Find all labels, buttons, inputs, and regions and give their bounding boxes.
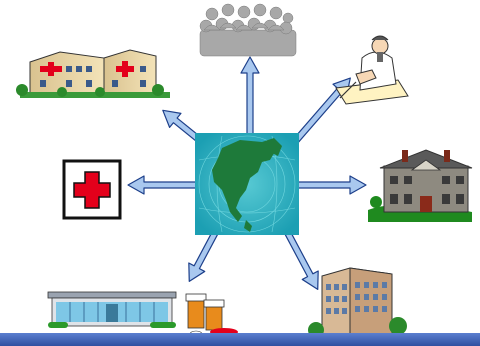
globe-icon xyxy=(195,133,299,235)
doctor-writing-icon xyxy=(335,35,409,105)
office-building-icon xyxy=(308,267,407,341)
large-house-icon xyxy=(368,149,473,222)
pharmacy-store-and-pill-bottles-icon xyxy=(47,291,238,338)
group-of-people-icon xyxy=(199,3,297,57)
bottom-decorative-bar xyxy=(0,333,480,346)
north-america-land xyxy=(212,140,276,222)
red-cross-icon xyxy=(62,159,122,220)
hospital-buildings-icon xyxy=(16,49,170,98)
